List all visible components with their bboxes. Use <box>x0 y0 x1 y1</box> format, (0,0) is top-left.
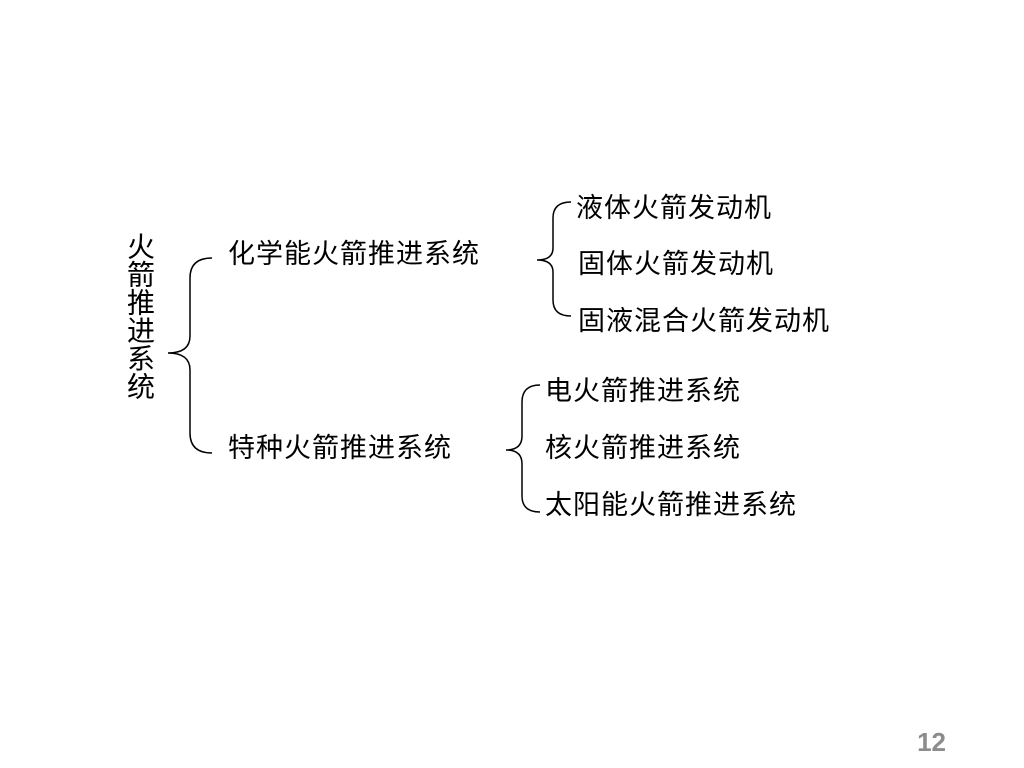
leaf-hybrid-engine: 固液混合火箭发动机 <box>578 306 830 337</box>
leaf-solar-propulsion: 太阳能火箭推进系统 <box>545 490 797 521</box>
special-bracket <box>505 384 541 513</box>
leaf-liquid-engine: 液体火箭发动机 <box>576 193 772 224</box>
root-bracket <box>167 257 213 454</box>
branch-chemical-label: 化学能火箭推进系统 <box>228 239 480 270</box>
leaf-solid-engine: 固体火箭发动机 <box>578 249 774 280</box>
page-number: 12 <box>917 727 946 757</box>
root-node-label: 火箭推进系统 <box>123 232 156 400</box>
chemical-bracket <box>536 201 572 317</box>
branch-special-label: 特种火箭推进系统 <box>228 433 452 464</box>
leaf-nuclear-propulsion: 核火箭推进系统 <box>545 433 741 464</box>
leaf-electric-propulsion: 电火箭推进系统 <box>545 376 741 407</box>
